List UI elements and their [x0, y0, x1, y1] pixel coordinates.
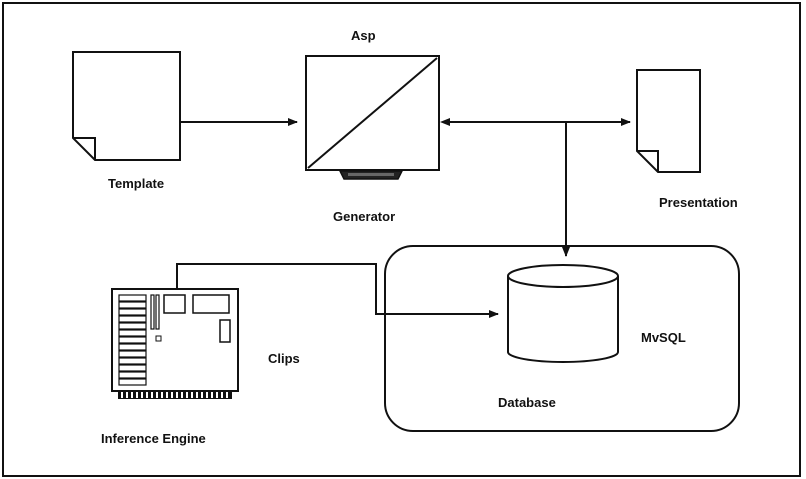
generator-label: Generator — [333, 209, 396, 224]
presentation-label: Presentation — [659, 195, 738, 210]
template-label: Template — [108, 176, 165, 191]
database-container — [384, 245, 740, 432]
template-document-icon — [72, 51, 181, 161]
database-cylinder-icon — [507, 264, 619, 363]
asp-label: Asp — [351, 28, 376, 43]
presentation-document-icon — [636, 69, 701, 173]
clips-label: Clips — [268, 351, 300, 366]
database-label: Database — [498, 395, 556, 410]
inference-engine-label: Inference Engine — [101, 431, 206, 446]
mysql-label: MvSQL — [641, 330, 686, 345]
asp-generator-icon — [305, 55, 440, 180]
arrow-inference-to-database — [176, 263, 499, 318]
circuit-board-icon — [111, 288, 239, 399]
